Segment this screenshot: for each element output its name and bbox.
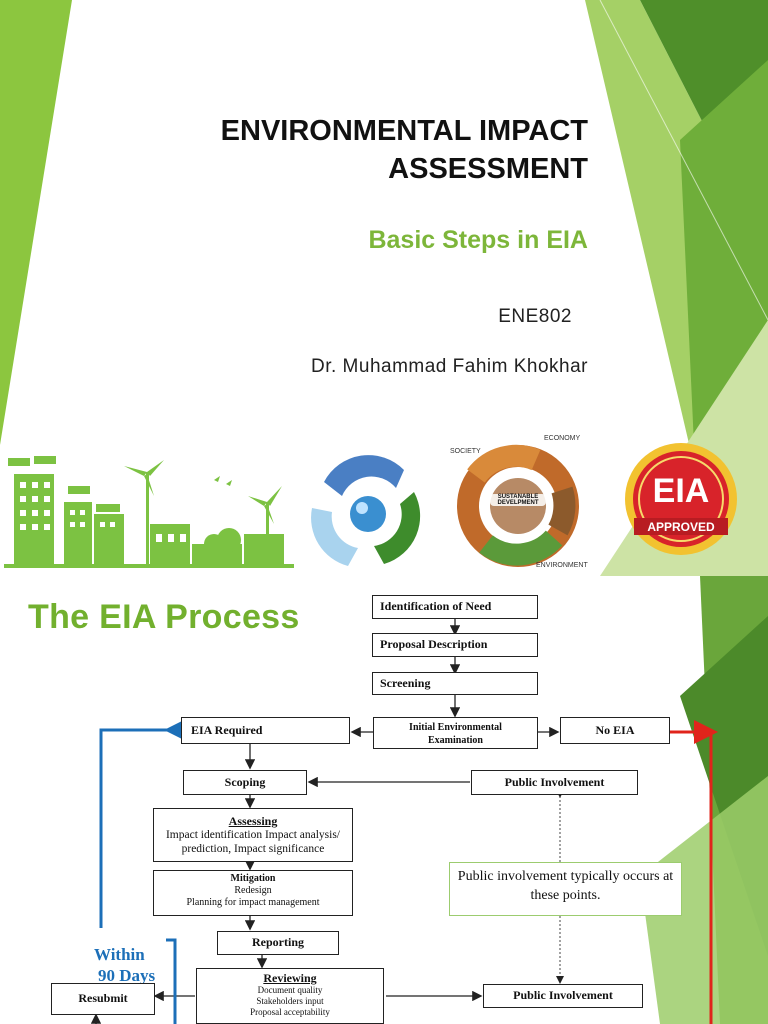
resubmit-box: Resubmit: [51, 983, 155, 1015]
eia-required-label: EIA Required: [191, 723, 263, 737]
within-90-days-label: Within 90 Days: [94, 944, 155, 986]
green-city-icon: [4, 456, 294, 568]
subtitle: Basic Steps in EIA: [368, 226, 588, 254]
mitigation-box: Mitigation Redesign Planning for impact …: [153, 870, 353, 916]
environment-label: ENVIRONMENT: [536, 562, 588, 569]
presentation-title: ENVIRONMENTAL IMPACT ASSESSMENT: [168, 112, 588, 188]
screening-box: Screening: [372, 672, 538, 695]
iee-line-1: Initial Environmental: [409, 722, 502, 733]
assessing-box: Assessing Impact identification Impact a…: [153, 808, 353, 862]
title-slide: ENVIRONMENTAL IMPACT ASSESSMENT Basic St…: [0, 0, 768, 576]
review-proposal-acceptability: Proposal acceptability: [250, 1007, 330, 1017]
assessing-detail: Impact identification Impact analysis/ p…: [165, 829, 341, 855]
public-involvement-box-2: Public Involvement: [483, 984, 643, 1008]
review-document-quality: Document quality: [257, 985, 323, 995]
scoping-box: Scoping: [183, 770, 307, 795]
mitigation-label: Mitigation: [230, 873, 276, 884]
recycle-earth-icon: [311, 455, 421, 566]
title-line-2: ASSESSMENT: [388, 153, 588, 185]
public-involvement-note: Public involvement typically occurs at t…: [449, 862, 682, 916]
left-green-triangle: [0, 0, 72, 445]
proposal-description-box: Proposal Description: [372, 633, 538, 657]
economy-label: ECONOMY: [544, 435, 581, 442]
right-light-edge: [640, 776, 768, 1024]
reporting-box: Reporting: [217, 931, 339, 955]
iee-line-2: Examination: [427, 735, 483, 746]
within-text: Within: [94, 945, 145, 964]
slide2-background: [640, 576, 768, 1024]
sustainable-development-label: SUSTANABLE DEVELPMENT: [490, 494, 546, 506]
society-label: SOCIETY: [450, 448, 481, 455]
review-stakeholders-input: Stakeholders input: [256, 996, 324, 1006]
mitigation-planning: Planning for impact management: [186, 897, 320, 908]
course-code: ENE802: [498, 306, 572, 327]
sustainability-cycle-image: SOCIETY ECONOMY SUSTANABLE DEVELPMENT EN…: [446, 430, 596, 576]
public-involvement-box-1: Public Involvement: [471, 770, 638, 795]
identification-of-need-box: Identification of Need: [372, 595, 538, 619]
eia-approved-stamp: EIA APPROVED: [624, 442, 738, 556]
eia-required-box: EIA Required: [181, 717, 350, 744]
title-line-1: ENVIRONMENTAL IMPACT: [220, 115, 588, 147]
reviewing-box: Reviewing Document quality Stakeholders …: [196, 968, 384, 1024]
stamp-eia-text: EIA: [652, 472, 710, 510]
initial-environmental-examination-box: Initial Environmental Examination: [373, 717, 538, 749]
flow-connectors: [90, 619, 718, 1024]
eia-process-slide: The EIA Process: [0, 576, 768, 1024]
stamp-approved-text: APPROVED: [647, 520, 715, 534]
mitigation-redesign: Redesign: [234, 885, 272, 896]
ninety-days-text: 90 Days: [98, 966, 156, 985]
reviewing-label: Reviewing: [263, 971, 317, 985]
author-name: Dr. Muhammad Fahim Khokhar: [311, 356, 588, 377]
slide-title: The EIA Process: [28, 598, 300, 636]
no-eia-box: No EIA: [560, 717, 670, 744]
assessing-label: Assessing: [228, 814, 278, 828]
